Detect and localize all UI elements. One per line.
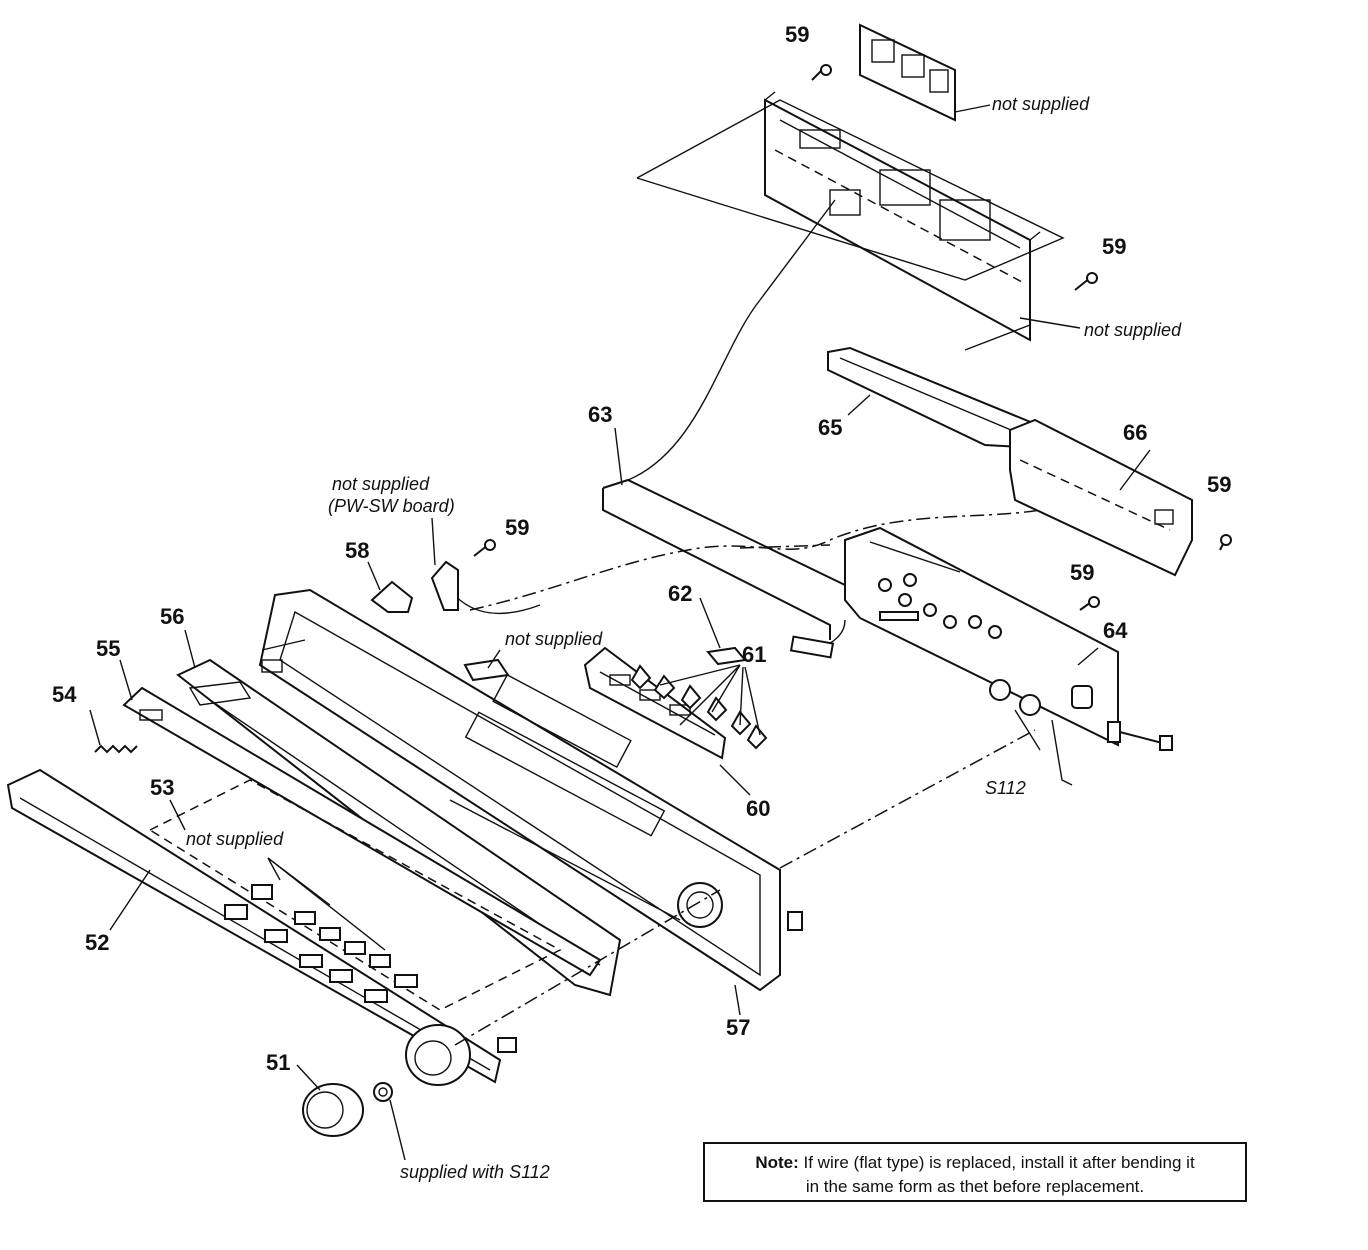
label-51: 51 [266,1050,290,1075]
label-66: 66 [1123,420,1147,445]
leader-lines [89,394,1151,1161]
label-62: 62 [668,581,692,606]
washer [373,1082,393,1102]
part-64-board [844,526,1173,786]
label-57: 57 [726,1015,750,1040]
label-63: 63 [588,402,612,427]
part-51-knob [302,1083,364,1137]
note-label: Note: [755,1153,799,1172]
label-56: 56 [160,604,184,629]
screw-59-far-right [1219,534,1232,551]
pw-sw-board [430,560,459,611]
callout-pw-sw-board: (PW-SW board) [328,496,455,516]
screw-59-top [811,64,832,81]
screw-59-mid [1079,596,1100,611]
part-58-bracket [370,580,414,613]
label-64: 64 [1103,618,1128,643]
label-59-d: 59 [1070,560,1094,585]
part-54-spring [94,744,138,754]
screw-59-right [1074,272,1098,291]
label-65: 65 [818,415,842,440]
callout-s112: S112 [985,778,1026,798]
callout-not-supplied-bracket: not supplied [1084,320,1182,340]
label-59-e: 59 [505,515,529,540]
part-52-front-bezel [6,768,517,1086]
part-62-clip [706,646,747,666]
label-60: 60 [746,796,770,821]
label-59-a: 59 [785,22,809,47]
note-text-1: If wire (flat type) is replaced, install… [803,1153,1195,1172]
callout-not-supplied-top: not supplied [992,94,1090,114]
flat-piece [463,658,510,682]
label-59-c: 59 [1207,472,1231,497]
callout-not-supplied-buttons: not supplied [186,829,284,849]
part-60-holder [583,646,727,760]
note-line-1: Note: If wire (flat type) is replaced, i… [705,1151,1245,1175]
label-54: 54 [52,682,77,707]
callout-not-supplied-piece: not supplied [505,629,603,649]
label-58: 58 [345,538,369,563]
callout-supplied-with-s112: supplied with S112 [400,1162,550,1182]
label-53: 53 [150,775,174,800]
part-66-board [1009,418,1193,577]
rear-chassis-bracket [764,23,1041,342]
label-52: 52 [85,930,109,955]
note-line-2: in the same form as thet before replacem… [805,1177,1145,1196]
part-53-sheet [148,779,562,1011]
part-63-flat-wire [602,199,846,659]
label-59-b: 59 [1102,234,1126,259]
callout-not-supplied-pwsw: not supplied [332,474,430,494]
label-61: 61 [742,642,766,667]
screw-59-left [473,539,496,557]
replacement-note: Note: If wire (flat type) is replaced, i… [703,1142,1247,1202]
label-55: 55 [96,636,120,661]
part-57-front-chassis [258,588,803,992]
part-61-buttons [630,664,768,750]
